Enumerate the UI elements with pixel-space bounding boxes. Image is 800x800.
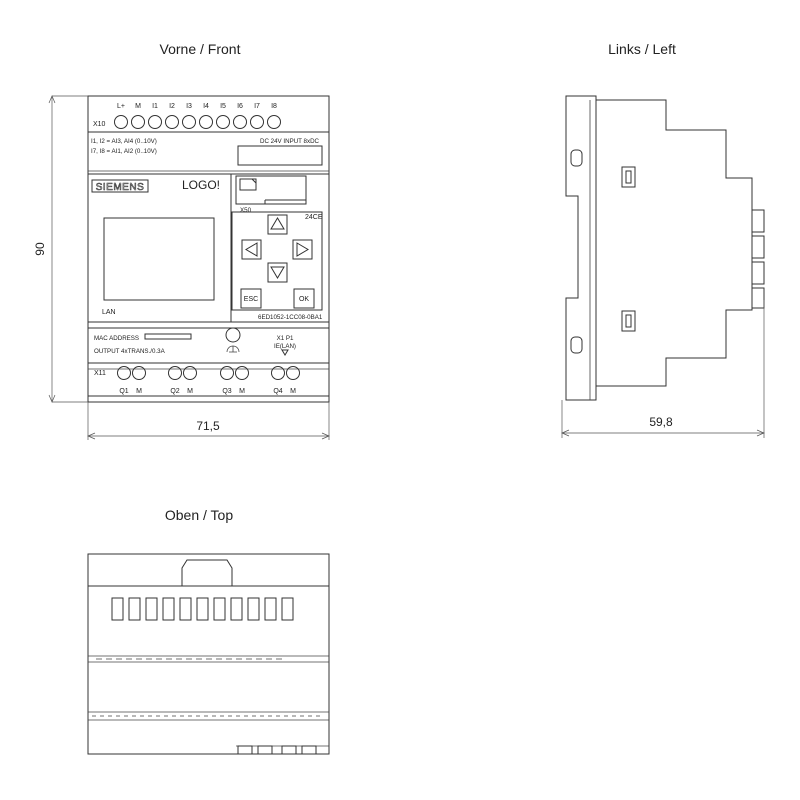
esc-button-label: ESC [244, 296, 258, 303]
variant-label: 24CE [305, 214, 323, 221]
output-label: Q1 [119, 388, 128, 395]
input-label: L+ [117, 103, 125, 110]
brand-logo: SIEMENS [96, 182, 145, 193]
port-x1-p1-label: X1 P1 [277, 335, 294, 342]
input-label: I5 [220, 103, 226, 110]
top-view-title: Oben / Top [165, 507, 233, 523]
analog-input-line-2: I7, I8 = AI1, AI2 (0..10V) [91, 148, 157, 155]
front-view-title: Vorne / Front [160, 41, 241, 57]
front-labels: X10 I1, I2 = AI3, AI4 (0..10V) I7, I8 = … [91, 121, 323, 377]
input-label: M [135, 103, 141, 110]
lan-label: LAN [102, 309, 116, 316]
input-label: I7 [254, 103, 260, 110]
output-terminal-labels: Q1 M Q2 M Q3 M Q4 M [119, 388, 296, 395]
card-slot-label: X50 [240, 207, 252, 214]
output-label: M [239, 388, 245, 395]
input-terminal-labels: L+ M I1 I2 I3 I4 I5 I6 I7 I8 [117, 103, 277, 110]
front-dimensions: 90 71,5 [33, 95, 330, 440]
depth-dimension: 59,8 [649, 415, 673, 429]
left-view-title: Links / Left [608, 41, 676, 57]
product-logo: LOGO! [182, 178, 220, 192]
output-rating-label: OUTPUT 4xTRANS./0.3A [94, 348, 166, 355]
output-label: Q3 [222, 388, 231, 395]
terminal-x11-label: X11 [94, 370, 106, 377]
output-label: Q2 [170, 388, 179, 395]
left-view: 59,8 [561, 95, 765, 438]
output-label: M [290, 388, 296, 395]
ok-button-label: OK [299, 296, 309, 303]
output-terminals [117, 366, 300, 380]
input-label: I6 [237, 103, 243, 110]
input-label: I2 [169, 103, 175, 110]
output-label: M [187, 388, 193, 395]
terminal-x10-label: X10 [93, 121, 106, 128]
input-terminals [114, 115, 281, 129]
input-label: I1 [152, 103, 158, 110]
output-label: M [136, 388, 142, 395]
input-rating-label: DC 24V INPUT 8xDC [260, 138, 320, 145]
top-view [87, 553, 330, 755]
analog-input-line-1: I1, I2 = AI3, AI4 (0..10V) [91, 138, 157, 145]
input-label: I8 [271, 103, 277, 110]
input-label: I3 [186, 103, 192, 110]
input-label: I4 [203, 103, 209, 110]
front-view [87, 95, 330, 403]
height-dimension: 90 [33, 242, 47, 256]
output-label: Q4 [273, 388, 282, 395]
order-number-label: 6ED1052-1CC08-0BA1 [258, 314, 323, 321]
port-ie-lan-label: IE(LAN) [274, 343, 296, 350]
mac-address-label: MAC ADDRESS [94, 335, 139, 342]
width-dimension: 71,5 [196, 419, 220, 433]
